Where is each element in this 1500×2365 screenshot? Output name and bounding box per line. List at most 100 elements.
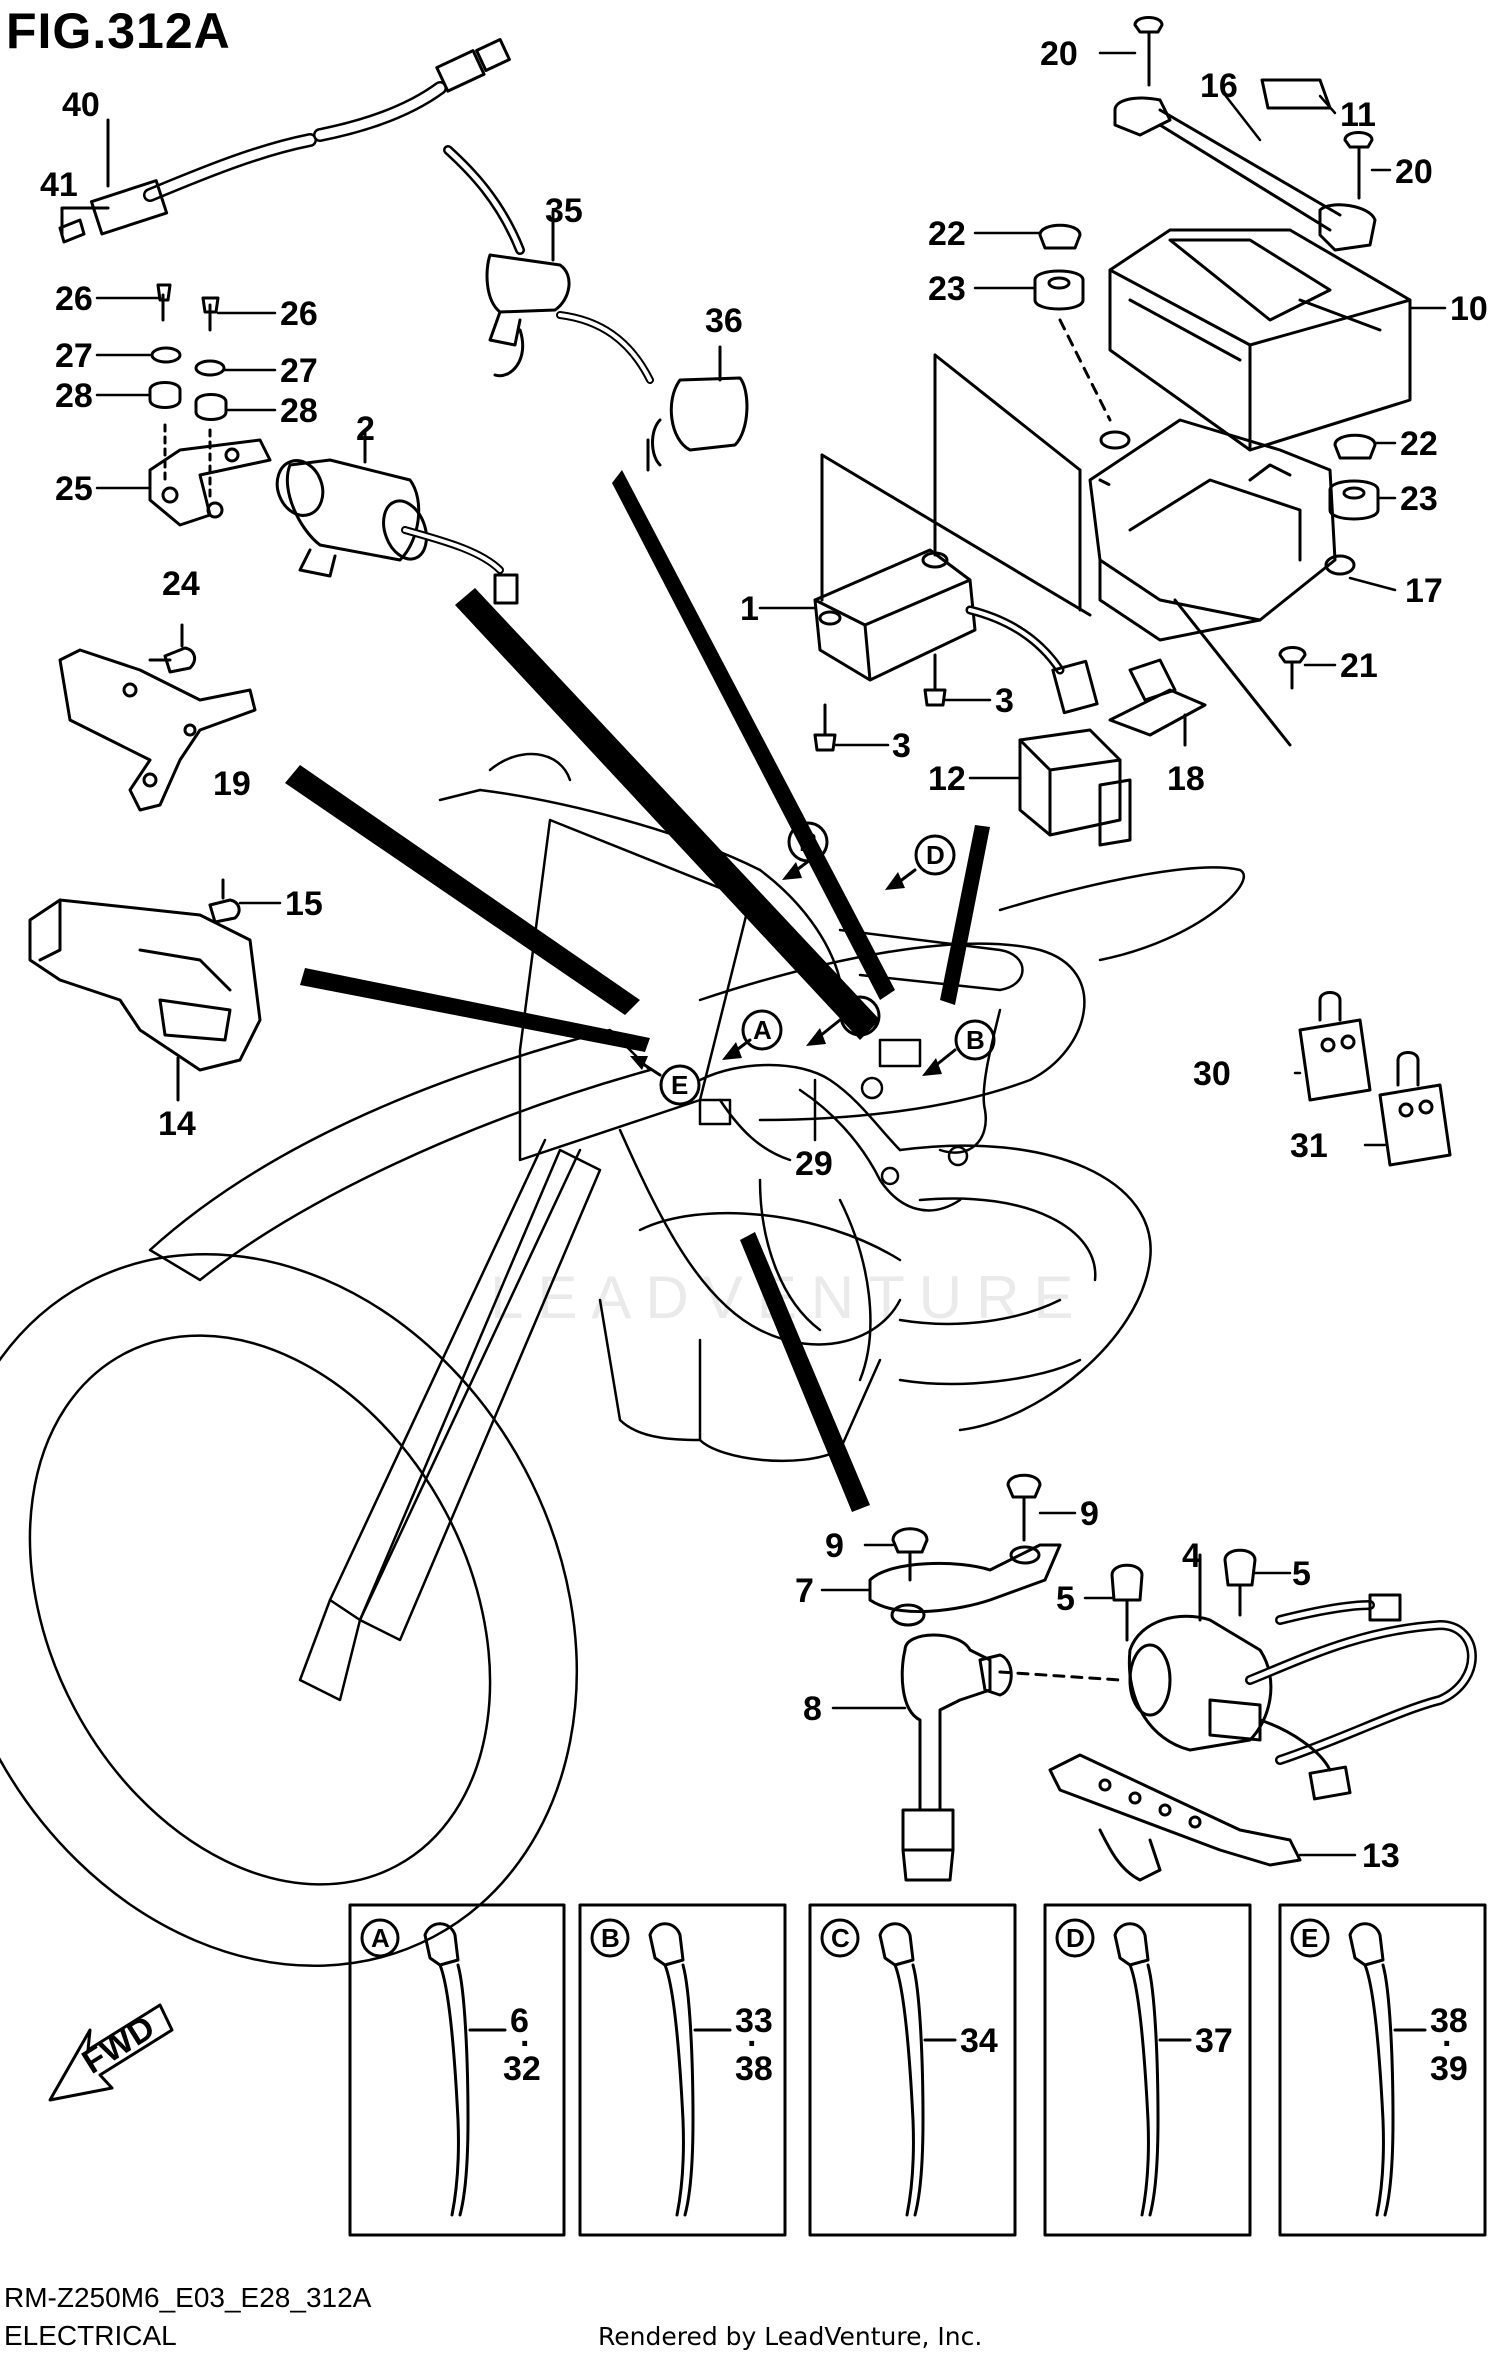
- callout-23-top: 23: [928, 270, 966, 308]
- callout-20-right: 20: [1395, 153, 1433, 191]
- circle-letter-b-top: B: [799, 827, 818, 857]
- detail-b-part-2: 38: [735, 2050, 773, 2088]
- parts-19-24-bracket: [58, 623, 257, 812]
- detail-c-letter: C: [831, 1923, 850, 1953]
- callout-9-right: 9: [1080, 1495, 1099, 1533]
- callout-11: 11: [1340, 96, 1376, 134]
- detail-a-letter: A: [371, 1923, 390, 1953]
- part-8-plug-cap: [900, 1633, 1122, 1882]
- render-credit: Rendered by LeadVenture, Inc.: [598, 2322, 983, 2351]
- part-2-condenser: [275, 428, 519, 605]
- detail-d-part-1: 37: [1195, 2022, 1233, 2060]
- callout-16: 16: [1200, 67, 1238, 105]
- motorcycle-outline: [0, 752, 1246, 1968]
- callout-leaders: [95, 51, 1447, 1857]
- callout-28-left: 28: [55, 377, 93, 415]
- callout-23-right: 23: [1400, 480, 1438, 518]
- callout-17: 17: [1405, 572, 1443, 610]
- parts-25-28-bracket: [148, 283, 272, 527]
- callout-35: 35: [545, 192, 583, 230]
- callout-21: 21: [1340, 647, 1378, 685]
- circle-letter-a: A: [753, 1015, 772, 1045]
- callout-41: 41: [40, 166, 78, 204]
- section-name: ELECTRICAL: [4, 2320, 177, 2351]
- callout-40: 40: [62, 86, 100, 124]
- circle-e: [659, 1064, 701, 1106]
- detail-e-letter: E: [1301, 1923, 1318, 1953]
- callout-10: 10: [1450, 290, 1488, 328]
- detail-boxes: [348, 1903, 1487, 2237]
- callout-30: 30: [1193, 1055, 1231, 1093]
- callout-5-right: 5: [1292, 1555, 1311, 1593]
- callout-25: 25: [55, 470, 93, 508]
- detail-c-part-1: 34: [960, 2022, 998, 2060]
- callout-31: 31: [1290, 1127, 1328, 1165]
- callout-24: 24: [162, 565, 200, 603]
- fwd-arrow: FWD: [48, 2003, 174, 2102]
- figure-title: FIG.312A: [6, 3, 231, 59]
- callout-27-right: 27: [280, 352, 318, 390]
- callout-13: 13: [1362, 1837, 1400, 1875]
- circle-letter-text: B D C A B E: [671, 827, 985, 1100]
- detail-box-c: [808, 1903, 1017, 2237]
- callout-2: 2: [356, 410, 375, 448]
- callout-27-left: 27: [55, 337, 93, 375]
- circle-c: [839, 995, 881, 1037]
- callout-7: 7: [795, 1572, 814, 1610]
- parts-7-9-clamp: [868, 1473, 1062, 1627]
- detail-box-text: A 6 · 32 B 33 · 38 C 34 D 37 E 38 · 39: [371, 1923, 1468, 2088]
- detail-b-letter: B: [601, 1923, 620, 1953]
- callout-36: 36: [705, 302, 743, 340]
- circle-labels: [659, 821, 996, 1106]
- callout-12: 12: [928, 760, 966, 798]
- fwd-label: FWD: [76, 2008, 162, 2081]
- parts-4-5-13-ignition-coil: [1048, 1548, 1477, 1882]
- circle-a: [741, 1009, 783, 1051]
- callout-3-lower: 3: [892, 727, 911, 765]
- callout-1: 1: [740, 590, 759, 628]
- detail-a-dot: ·: [520, 2025, 531, 2063]
- detail-b-dot: ·: [747, 2025, 758, 2063]
- callout-29: 29: [795, 1145, 833, 1183]
- circle-letter-c: C: [851, 1001, 870, 1031]
- detail-b-part-1: 33: [735, 2002, 773, 2040]
- detail-a-part-2: 32: [503, 2050, 541, 2088]
- ecu-mount-assembly: [813, 16, 1412, 847]
- callout-20-top: 20: [1040, 35, 1078, 73]
- detail-box-b: [578, 1903, 787, 2237]
- circle-d-top: [914, 834, 956, 876]
- callout-9-left: 9: [825, 1527, 844, 1565]
- detail-e-part-1: 38: [1430, 2002, 1468, 2040]
- callout-26-right: 26: [280, 295, 318, 333]
- circle-b-right: [954, 1019, 996, 1061]
- parts-30-31-connectors: [1298, 991, 1452, 1167]
- callout-15: 15: [285, 885, 323, 923]
- callout-14: 14: [158, 1105, 196, 1143]
- part-40-sub-harness: [58, 38, 511, 244]
- circle-letter-b-right: B: [966, 1025, 985, 1055]
- callout-22-top: 22: [928, 215, 966, 253]
- parts-14-15-bracket: [28, 878, 262, 1102]
- callout-4: 4: [1182, 1537, 1201, 1575]
- pointer-wedges: [285, 470, 990, 1512]
- callout-28-right: 28: [280, 392, 318, 430]
- callout-3-right: 3: [995, 682, 1014, 720]
- location-arrows: [630, 858, 957, 1077]
- detail-a-part-1: 6: [510, 2002, 529, 2040]
- detail-d-letter: D: [1066, 1923, 1085, 1953]
- detail-e-dot: ·: [1442, 2025, 1453, 2063]
- callout-26-left: 26: [55, 280, 93, 318]
- circle-letter-d-top: D: [926, 840, 945, 870]
- callout-19: 19: [213, 765, 251, 803]
- callout-numbers: 40 41 35 36 20 16 11 20 22 23 10 22 23 1…: [40, 35, 1488, 1875]
- detail-box-e: [1278, 1903, 1487, 2237]
- parts-35-36-switches: [443, 145, 749, 472]
- detail-e-part-2: 39: [1430, 2050, 1468, 2088]
- detail-box-d: [1043, 1903, 1252, 2237]
- callout-5-left: 5: [1056, 1580, 1075, 1618]
- callout-8: 8: [803, 1690, 822, 1728]
- callout-18: 18: [1167, 760, 1205, 798]
- callout-22-right: 22: [1400, 425, 1438, 463]
- circle-b-top: [787, 821, 829, 863]
